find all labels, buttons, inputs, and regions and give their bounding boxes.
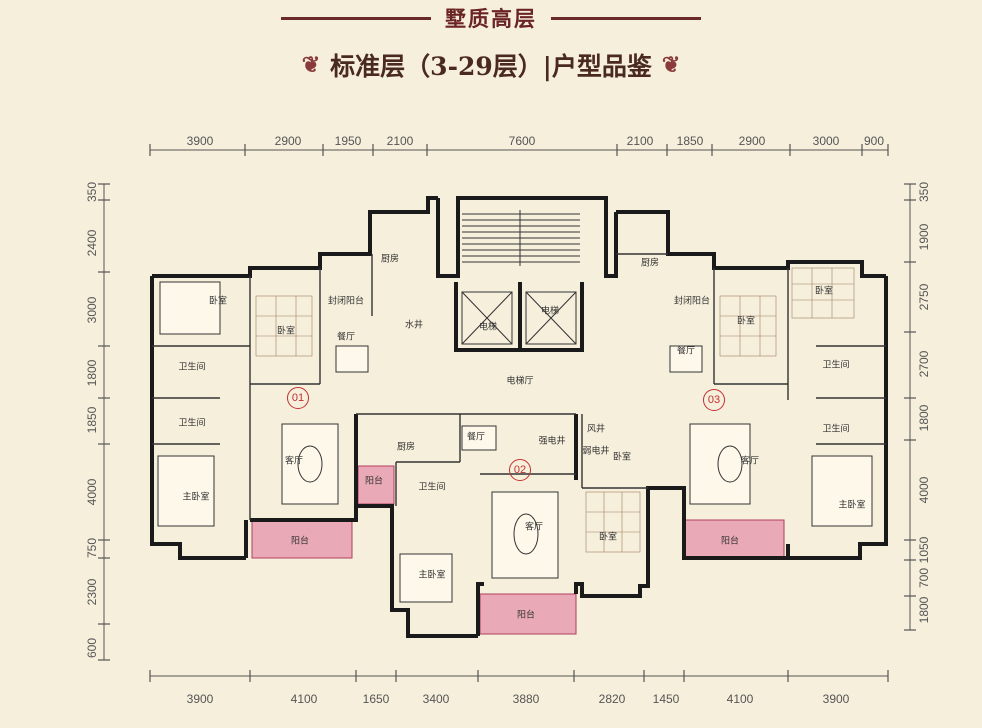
dining-table-02 [461, 425, 497, 451]
dim-top-7: 1850 [676, 134, 704, 148]
title-rule-right [551, 16, 701, 20]
room-label-air-shaft: 风井 [586, 424, 606, 435]
room-label-master-02: 主卧室 [418, 570, 446, 581]
room-label-elevator-b: 电梯 [540, 306, 560, 317]
dim-top-4: 2100 [386, 134, 414, 148]
dim-bottom-3: 1650 [362, 692, 390, 706]
stair-treads [462, 210, 580, 266]
room-label-master-03: 主卧室 [838, 500, 866, 511]
room-label-balcony-01b: 阳台 [364, 476, 384, 487]
dim-top-8: 2900 [738, 134, 766, 148]
elevators [461, 291, 577, 345]
room-label-kitchen-02: 厨房 [396, 442, 416, 453]
room-label-dining-01: 餐厅 [336, 332, 356, 343]
room-label-laundry-03: 封闭阳台 [673, 296, 711, 307]
room-label-bath-01a: 卫生间 [178, 362, 206, 373]
room-label-living-03: 客厅 [740, 456, 760, 467]
dim-bottom-6: 2820 [598, 692, 626, 706]
room-label-dining-03: 餐厅 [676, 346, 696, 357]
dim-top-6: 2100 [626, 134, 654, 148]
room-label-living-02: 客厅 [524, 522, 544, 533]
page-title: 墅质高层 [445, 6, 537, 31]
room-label-balcony-01: 阳台 [290, 536, 310, 547]
room-label-balcony-03: 阳台 [720, 536, 740, 547]
room-label-balcony-02: 阳台 [516, 610, 536, 621]
dim-bottom-8: 4100 [726, 692, 754, 706]
bed-unit01-master [157, 455, 215, 527]
balcony-unit-01 [251, 519, 353, 559]
coffee-table-01 [297, 445, 323, 483]
ornament-right-icon: ❦ [661, 52, 681, 78]
dim-top-1: 3900 [186, 134, 214, 148]
room-label-bedroom-03a: 卧室 [736, 316, 756, 327]
room-label-weak-shaft: 弱电井 [582, 446, 610, 457]
room-label-dining-02: 餐厅 [466, 432, 486, 443]
room-label-bath-01b: 卫生间 [178, 418, 206, 429]
bed-unit01-bedroom [159, 281, 221, 335]
dim-bottom-4: 3400 [422, 692, 450, 706]
balcony-small-01 [357, 465, 395, 505]
dim-bottom-1: 3900 [186, 692, 214, 706]
room-label-master-01: 主卧室 [182, 492, 210, 503]
dimension-lines [98, 144, 916, 682]
unit-marker-02: 02 [509, 459, 531, 481]
room-label-bedroom-02b: 卧室 [598, 532, 618, 543]
room-label-bedroom-02a: 卧室 [612, 452, 632, 463]
unit-marker-03: 03 [703, 389, 725, 411]
title-rule-left [281, 16, 431, 20]
room-label-kitchen-01: 厨房 [380, 254, 400, 265]
dim-top-3: 1950 [334, 134, 362, 148]
dim-bottom-5: 3880 [512, 692, 540, 706]
bed-unit02-master [399, 553, 453, 603]
room-label-elevator-a: 电梯 [478, 322, 498, 333]
room-label-bath-03b: 卫生间 [822, 424, 850, 435]
room-label-kitchen-03: 厨房 [640, 258, 660, 269]
dim-bottom-9: 3900 [822, 692, 850, 706]
balconies [251, 465, 785, 635]
room-label-bedroom-03b: 卧室 [814, 286, 834, 297]
room-label-bedroom-01a: 卧室 [208, 296, 228, 307]
room-label-elevator-hall: 电梯厅 [506, 376, 534, 387]
dim-bottom-7: 1450 [652, 692, 680, 706]
dim-top-5: 7600 [508, 134, 536, 148]
dim-top-9: 3000 [812, 134, 840, 148]
bedroom-patterns [255, 267, 855, 553]
room-label-living-01: 客厅 [284, 456, 304, 467]
room-label-bath-02: 卫生间 [418, 482, 446, 493]
coffee-table-02 [513, 513, 539, 555]
dining-table-03 [669, 345, 703, 373]
page-subtitle: 标准层（3-29层）|户型品鉴 [330, 52, 652, 81]
header-title: 墅质高层 [0, 4, 982, 32]
dining-table-01 [335, 345, 369, 373]
dim-top-10: 900 [863, 134, 885, 148]
dim-top-2: 2900 [274, 134, 302, 148]
bed-unit03-master [811, 455, 873, 527]
room-label-bath-03a: 卫生间 [822, 360, 850, 371]
header-subtitle: ❦ 标准层（3-29层）|户型品鉴 ❦ [0, 48, 982, 82]
room-label-strong-shaft: 强电井 [538, 436, 566, 447]
coffee-table-03 [717, 445, 743, 483]
walls [150, 196, 888, 638]
unit-marker-01: 01 [287, 387, 309, 409]
balcony-unit-02 [479, 593, 577, 635]
room-label-water-shaft: 水井 [404, 320, 424, 331]
ornament-left-icon: ❦ [301, 52, 321, 78]
interior-walls [152, 253, 886, 520]
room-label-laundry-01: 封闭阳台 [327, 296, 365, 307]
dim-bottom-2: 4100 [290, 692, 318, 706]
room-label-bedroom-01b: 卧室 [276, 326, 296, 337]
furniture [157, 281, 873, 603]
